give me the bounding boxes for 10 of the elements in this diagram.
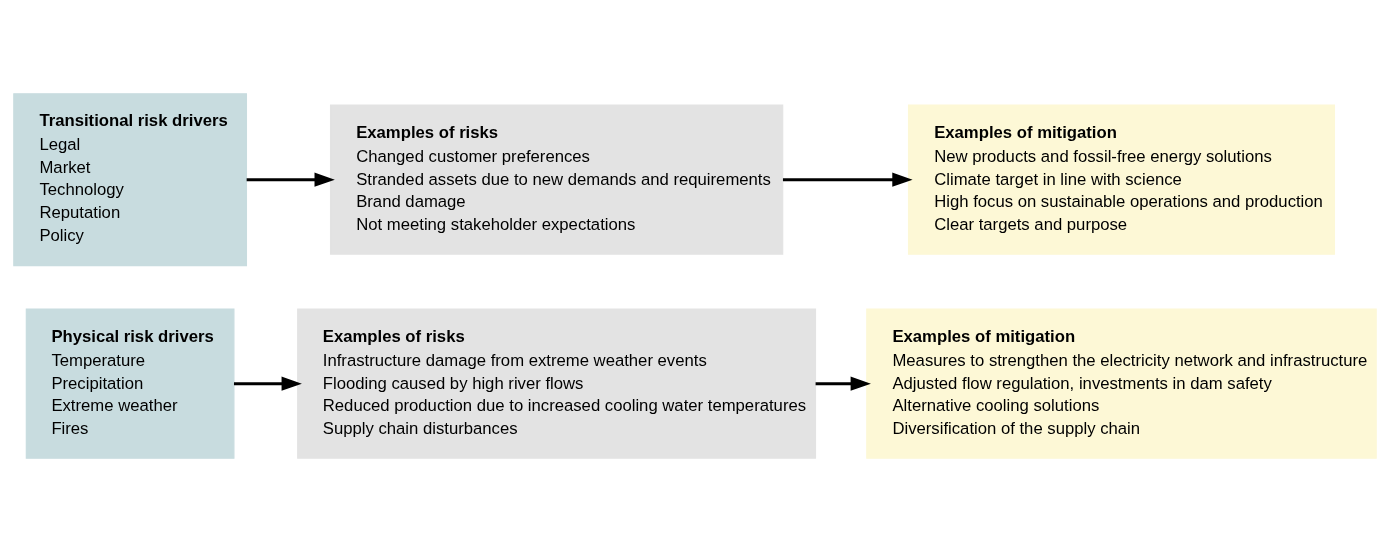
node-box: Examples of risks Infrastructure damage from extreme weather events Flooding caused by high river flows Reduced production due to increased cooling water temperatures Supply chain disturbances (297, 308, 817, 459)
node-box: Physical risk drivers Temperature Precipitation Extreme weather Fires (25, 308, 235, 459)
node-box: Examples of mitigation Measures to strengthen the electricity network and infrastructure Adjusted flow regulation, investments in dam safety Alternative cooling solutions Diversification of the supply chain (866, 308, 1377, 459)
node-box: Examples of mitigation New products and fossil-free energy solutions Climate target in line with science High focus on sustainable operations and production Clear targets and purpose (907, 104, 1336, 255)
arrow (246, 172, 335, 187)
node-box: Transitional risk drivers Legal Market Technology Reputation Policy (13, 93, 248, 267)
arrow (782, 172, 913, 187)
arrow (234, 376, 302, 391)
node-box: Examples of risks Changed customer preferences Stranded assets due to new demands and requirements Brand damage Not meeting stakeholder expectations (329, 104, 784, 255)
arrow (815, 376, 871, 391)
